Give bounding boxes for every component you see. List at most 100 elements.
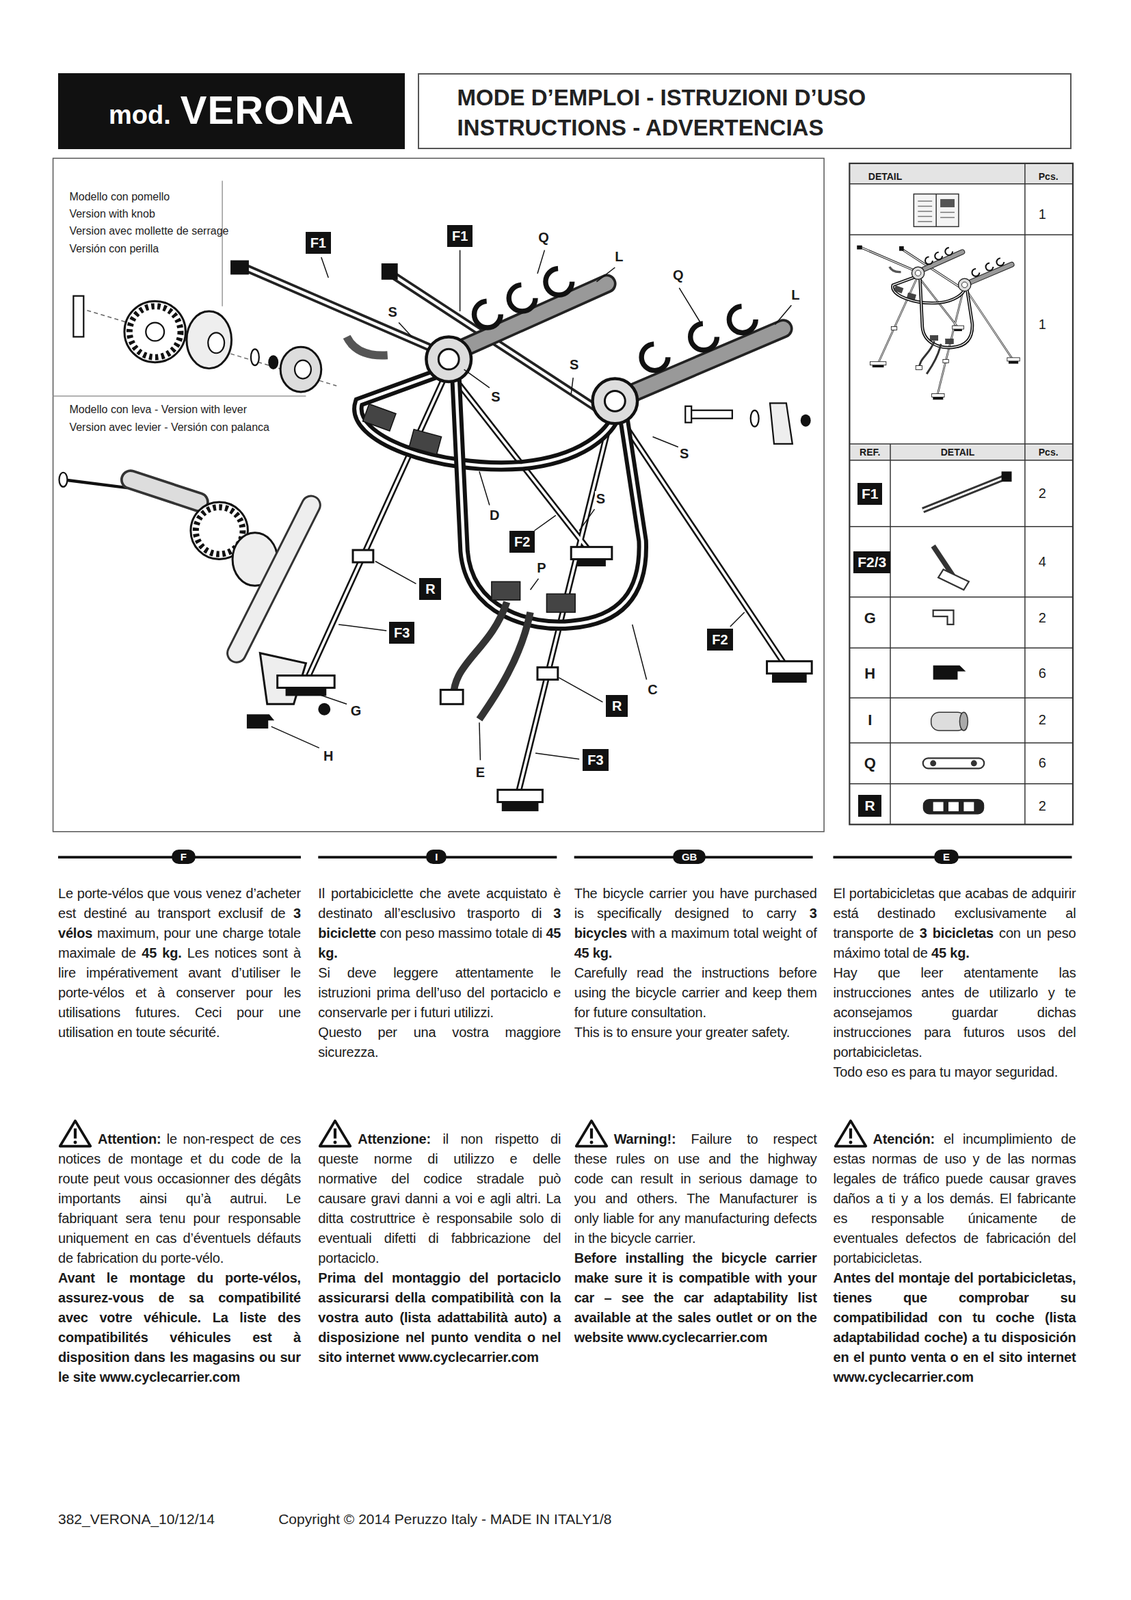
body-text: con peso massimo totale di [379, 925, 543, 941]
title-box: mod. VERONA [58, 73, 405, 149]
bold-text: Avant le montage du porte-vélos, assurez… [58, 1269, 301, 1385]
table-cell: 2 [1038, 797, 1047, 814]
paragraph: Il portabiciclette che avete acquistato … [317, 883, 561, 963]
ref-cell: F2/3 [853, 551, 891, 574]
caption: Version with knob [69, 207, 155, 221]
part-callout: F1 [447, 224, 473, 247]
language-tab: I [426, 849, 447, 864]
node-text: GB [681, 850, 698, 863]
part-letter: S [594, 490, 607, 507]
table-cell: 2 [1038, 609, 1047, 626]
part-callout: R [605, 694, 628, 717]
node-text: F2/3 [857, 553, 887, 570]
paragraph: Attention: le non-respect de ces notices… [58, 1118, 301, 1268]
caption: Version avec levier - Versión con palanc… [69, 421, 270, 434]
part-letter: Q [671, 267, 686, 284]
part-letter: P [535, 560, 548, 576]
part-callout: F3 [582, 748, 608, 771]
paragraph: El portabicicletas que acabas de adquiri… [833, 883, 1077, 963]
node-text: F1 [310, 235, 327, 251]
text-column: Attention: le non-respect de ces notices… [58, 1118, 301, 1387]
footer-text: 382_VERONA_10/12/14 [58, 1510, 215, 1527]
body-text: Hay que leer atentamente las instruccion… [833, 964, 1077, 1060]
table-cell: 1 [1038, 206, 1047, 223]
bold-text: 45 kg. [141, 945, 182, 961]
paragraph: Attenzione: il non rispetto di queste no… [317, 1118, 561, 1268]
bold-text: 3 bicicletas [919, 925, 994, 941]
warning-icon [317, 1118, 353, 1148]
node-text: F1 [451, 228, 468, 244]
part-callout: F1 [305, 231, 331, 254]
table-cell: 1 [1038, 316, 1047, 333]
body-text: el incumplimiento de estas normas de uso… [833, 1131, 1077, 1266]
table-cell: 4 [1038, 553, 1047, 570]
caption: Modello con leva - Version with lever [69, 403, 247, 416]
language-tab: E [934, 849, 959, 864]
table-cell: 2 [1038, 485, 1047, 502]
bold-text: Atención: [873, 1131, 935, 1147]
table-cell: REF. [859, 446, 881, 458]
language-tab: GB [672, 849, 707, 864]
part-letter: S [387, 304, 399, 321]
paragraph: Carefully read the instructions before u… [574, 962, 818, 1023]
caption: Version avec mollette de serrage [69, 224, 229, 238]
language-tab: F [171, 849, 196, 864]
footer-text: Copyright © 2014 Peruzzo Italy - MADE IN… [278, 1510, 612, 1527]
body-text: il non rispetto di queste norme di utili… [317, 1131, 561, 1266]
node-text: F3 [393, 624, 410, 641]
body-text: Questo per una vostra maggiore sicurezza… [317, 1024, 561, 1060]
ref-cell: F1 [857, 482, 883, 505]
node-text: mod. [108, 100, 171, 130]
body-text: Le porte-vélos que vous venez d’acheter … [58, 885, 301, 921]
node-text: F1 [861, 485, 879, 502]
text-column: Le porte-vélos que vous venez d’acheter … [58, 883, 301, 1043]
table-cell: H [864, 664, 876, 682]
ref-cell: R [858, 794, 882, 817]
body-text: Carefully read the instructions before u… [574, 964, 818, 1020]
node-text: F3 [587, 752, 604, 768]
table-cell: DETAIL [868, 170, 903, 182]
body-text: Failure to respect these rules on use an… [574, 1131, 818, 1246]
part-letter: S [489, 389, 502, 405]
table-cell: Pcs. [1038, 446, 1059, 458]
paragraph: Avant le montage du porte-vélos, assurez… [58, 1267, 301, 1387]
node-text: I [434, 850, 438, 863]
warning-icon [574, 1118, 609, 1148]
paragraph: Todo eso es para tu mayor seguridad. [833, 1061, 1077, 1082]
bold-text: Antes del montaje del portabicicletas, t… [833, 1269, 1077, 1385]
body-text: This is to ensure your greater safety. [574, 1024, 791, 1040]
node-text: R [611, 698, 622, 714]
warning-icon [833, 1118, 868, 1148]
caption: Modello con pomello [69, 190, 170, 204]
body-text: with a maximum total weight of [631, 925, 817, 941]
bold-text: Warning!: [614, 1131, 677, 1147]
table-cell: DETAIL [940, 446, 976, 458]
part-letter: H [322, 748, 335, 764]
body-text: le non-respect de ces notices de montage… [58, 1131, 301, 1266]
part-letter: L [613, 248, 625, 265]
part-letter: C [646, 681, 659, 698]
text-column: Attenzione: il non rispetto di queste no… [317, 1118, 561, 1367]
body-text: Si deve leggere attentamente le istruzio… [317, 964, 561, 1020]
text-column: Il portabiciclette che avete acquistato … [317, 883, 561, 1062]
bold-text: Prima del montaggio del portaciclo assic… [317, 1269, 561, 1365]
paragraph: Prima del montaggio del portaciclo assic… [317, 1267, 561, 1367]
table-cell: G [864, 609, 876, 627]
node-text: F2 [514, 534, 530, 550]
part-letter: D [488, 507, 501, 524]
part-callout: R [419, 577, 442, 600]
node-text: F2 [711, 631, 728, 647]
part-letter: S [678, 445, 690, 462]
paragraph: Hay que leer atentamente las instruccion… [833, 962, 1077, 1062]
part-callout: F2 [707, 628, 733, 651]
part-letter: Q [536, 229, 551, 246]
table-cell: I [867, 711, 872, 729]
table-cell: 6 [1038, 754, 1047, 771]
part-letter: G [349, 702, 364, 719]
body-text: The bicycle carrier you have purchased i… [574, 885, 818, 921]
paragraph: Le porte-vélos que vous venez d’acheter … [58, 883, 301, 1043]
table-cell: 6 [1038, 665, 1047, 682]
node-text: F [180, 850, 187, 863]
node-text: VERONA [180, 86, 355, 133]
node-text: R [865, 797, 876, 814]
